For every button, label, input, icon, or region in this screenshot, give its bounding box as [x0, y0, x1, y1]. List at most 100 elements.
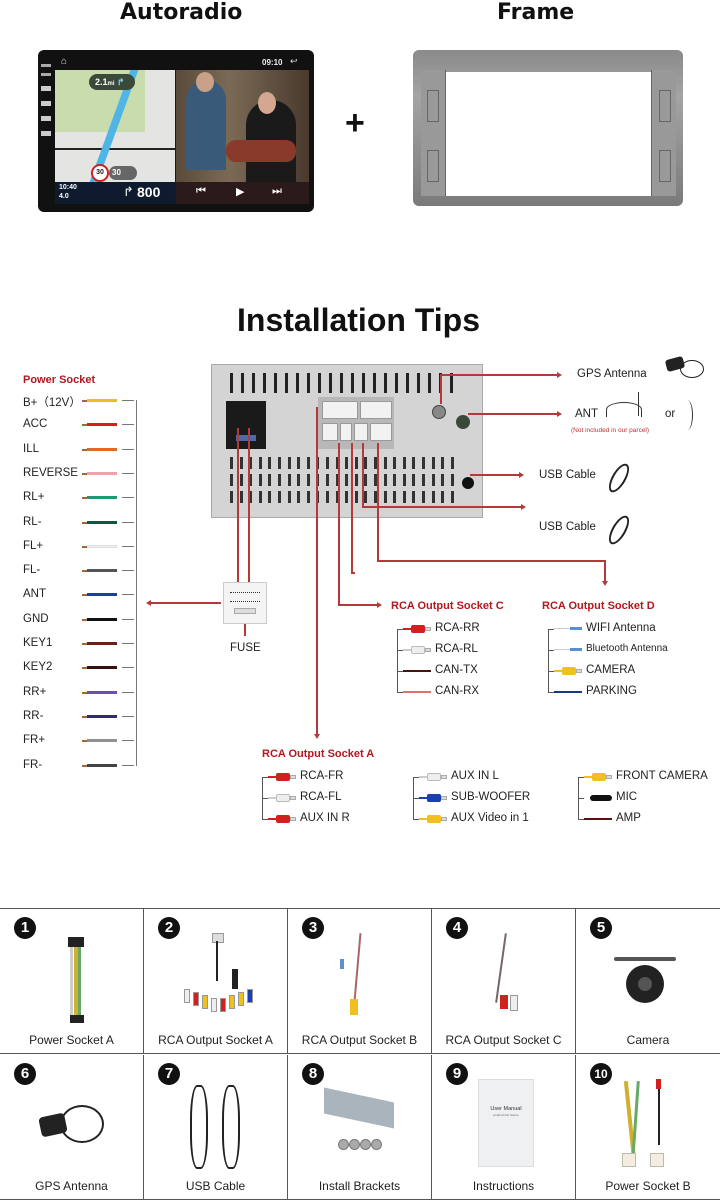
bracket-tick [397, 629, 403, 630]
vent [258, 457, 262, 469]
bracket-tick [548, 650, 554, 651]
vent [450, 457, 454, 469]
vent [230, 474, 233, 486]
power-wire [87, 642, 117, 645]
connector-label: CAN-TX [435, 664, 478, 676]
ant-port [456, 415, 470, 429]
connector-label: AMP [616, 812, 641, 824]
vent [287, 474, 291, 486]
vent [354, 491, 358, 503]
installation-title: Installation Tips [237, 302, 480, 338]
vent [316, 457, 320, 469]
vent [450, 491, 454, 503]
item-shape [184, 988, 190, 1003]
wire-tick [122, 764, 134, 766]
bracket-tick [578, 798, 584, 799]
item-number-badge: 7 [158, 1063, 180, 1085]
wire-tip [82, 497, 87, 500]
vent [364, 474, 368, 486]
socket-a-heading: RCA Output Socket A [262, 748, 375, 760]
vent [252, 373, 255, 393]
power-wire [87, 666, 117, 670]
next-track-button[interactable]: ⏭ [272, 185, 282, 197]
item-shape [638, 977, 652, 991]
usb-port [462, 477, 474, 489]
item-number-badge: 6 [14, 1063, 36, 1085]
power-wire-label: FL- [23, 564, 41, 577]
item-shape [510, 995, 518, 1011]
vent [384, 373, 387, 393]
vent [268, 457, 272, 469]
item-shape [220, 997, 226, 1012]
ant-antenna-icon [606, 402, 642, 417]
item-shape [190, 1085, 208, 1169]
wire-tip [82, 472, 87, 475]
vent [441, 457, 445, 469]
power-wire-label: KEY1 [23, 637, 53, 649]
ant-label: ANT [575, 408, 598, 420]
item-number-badge: 10 [590, 1063, 612, 1085]
power-wire [87, 399, 117, 402]
prev-track-button[interactable]: ⏮ [196, 185, 206, 197]
vent [306, 474, 310, 486]
item-caption: Install Brackets [318, 1179, 401, 1193]
connector-label: MIC [616, 791, 638, 803]
wire-tip [82, 764, 87, 767]
power-connector [226, 401, 266, 449]
vent [278, 457, 281, 469]
item-caption: Power Socket B [605, 1179, 691, 1193]
vent [374, 474, 377, 486]
wire-icon [584, 818, 612, 820]
wire-tick [122, 448, 134, 450]
back-icon[interactable]: ↩ [290, 56, 298, 66]
connector-label: AUX IN L [451, 770, 499, 782]
wire-icon [403, 691, 431, 693]
wire-tick [122, 715, 134, 717]
item-image [176, 1075, 256, 1170]
wire-tip [82, 715, 87, 718]
connector-label: AUX Video in 1 [451, 812, 529, 824]
vent [249, 457, 253, 469]
power-wire-label: RL- [23, 515, 42, 528]
power-wire [87, 496, 117, 500]
vent [318, 373, 321, 393]
vent [383, 457, 387, 469]
bracket-tick [413, 819, 419, 820]
wire-tick [122, 594, 134, 596]
item-image [320, 1075, 400, 1170]
item-image [320, 929, 400, 1024]
gps-port [432, 405, 446, 419]
play-button[interactable]: ▶ [236, 186, 245, 198]
power-wire [87, 763, 117, 767]
rca-plug-icon [268, 773, 296, 781]
rca-plug-icon [554, 667, 582, 675]
item-shape [371, 1139, 382, 1150]
next-turn-distance: 800 [137, 184, 161, 200]
bracket-tick [397, 671, 403, 672]
vent [307, 373, 310, 393]
vent [258, 491, 262, 503]
frame-image [413, 50, 683, 206]
autoradio-device: ⌂ 09:10 ↩ 2.1mi ↱ 30 30 10:40 4.0 [38, 50, 314, 212]
bracket-tick [413, 798, 419, 799]
wire-tip [82, 570, 87, 573]
power-wire-label: RL+ [23, 491, 45, 504]
item-shape [500, 995, 508, 1009]
vent [402, 457, 406, 469]
vent [431, 474, 435, 486]
vent [249, 474, 253, 486]
vent [297, 491, 301, 503]
bracket-tick [413, 777, 419, 778]
socket-c-heading: RCA Output Socket C [391, 600, 504, 612]
fuse-box [223, 582, 267, 624]
usb-cable-2-label: USB Cable [539, 521, 596, 533]
usb-cable-1-icon [604, 460, 634, 496]
item-caption: Camera [626, 1033, 670, 1047]
item-shape [247, 988, 253, 1003]
vent [239, 491, 243, 503]
wire-tick [122, 424, 134, 426]
home-icon[interactable]: ⌂ [61, 56, 68, 67]
power-wire-label: RR- [23, 709, 44, 722]
vent [441, 474, 445, 486]
